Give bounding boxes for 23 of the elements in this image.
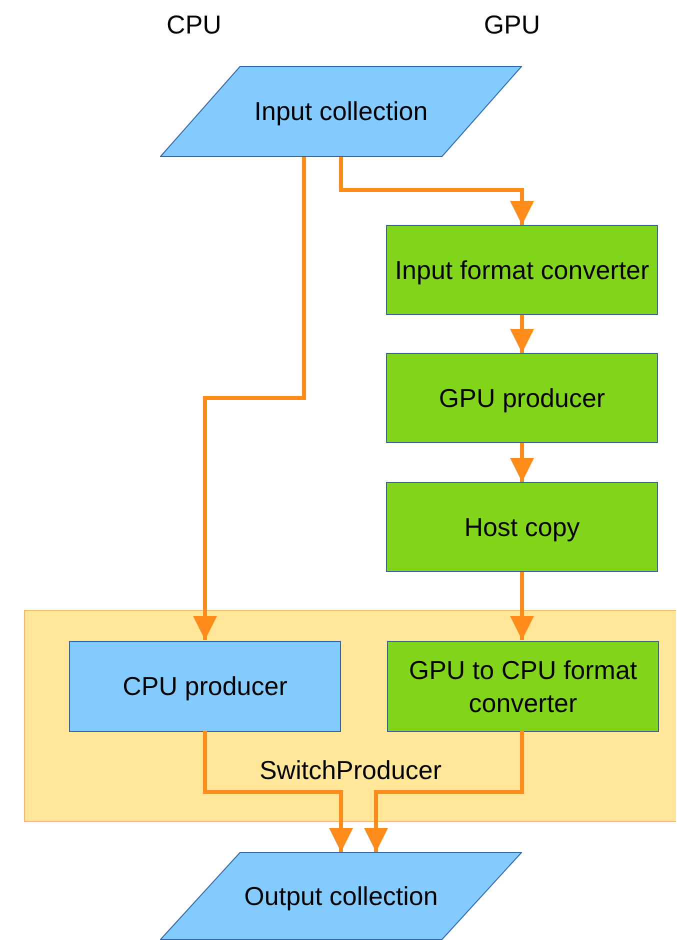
arrow (203, 731, 353, 852)
group-label: SwitchProducer (258, 754, 443, 787)
process-box (387, 641, 659, 732)
arrow (193, 157, 306, 640)
node-label: GPU to CPU format converter (408, 654, 638, 720)
node-label: CPU producer (122, 670, 288, 703)
arrow (510, 315, 534, 353)
arrow (510, 572, 534, 640)
node-label: GPU producer (438, 382, 606, 414)
node-label: Host copy (464, 510, 580, 544)
process-box (386, 225, 658, 315)
node-label: Input format converter (394, 254, 650, 286)
node-label: Output collection (244, 880, 438, 912)
group-band (24, 610, 676, 822)
column-heading: GPU (484, 10, 540, 40)
arrow (364, 731, 524, 852)
process-box (386, 353, 658, 443)
process-box (386, 482, 658, 572)
arrow (339, 157, 534, 225)
process-box (69, 641, 341, 732)
node-label: Input collection (254, 95, 428, 128)
arrow (510, 443, 534, 482)
column-heading: CPU (166, 10, 222, 40)
